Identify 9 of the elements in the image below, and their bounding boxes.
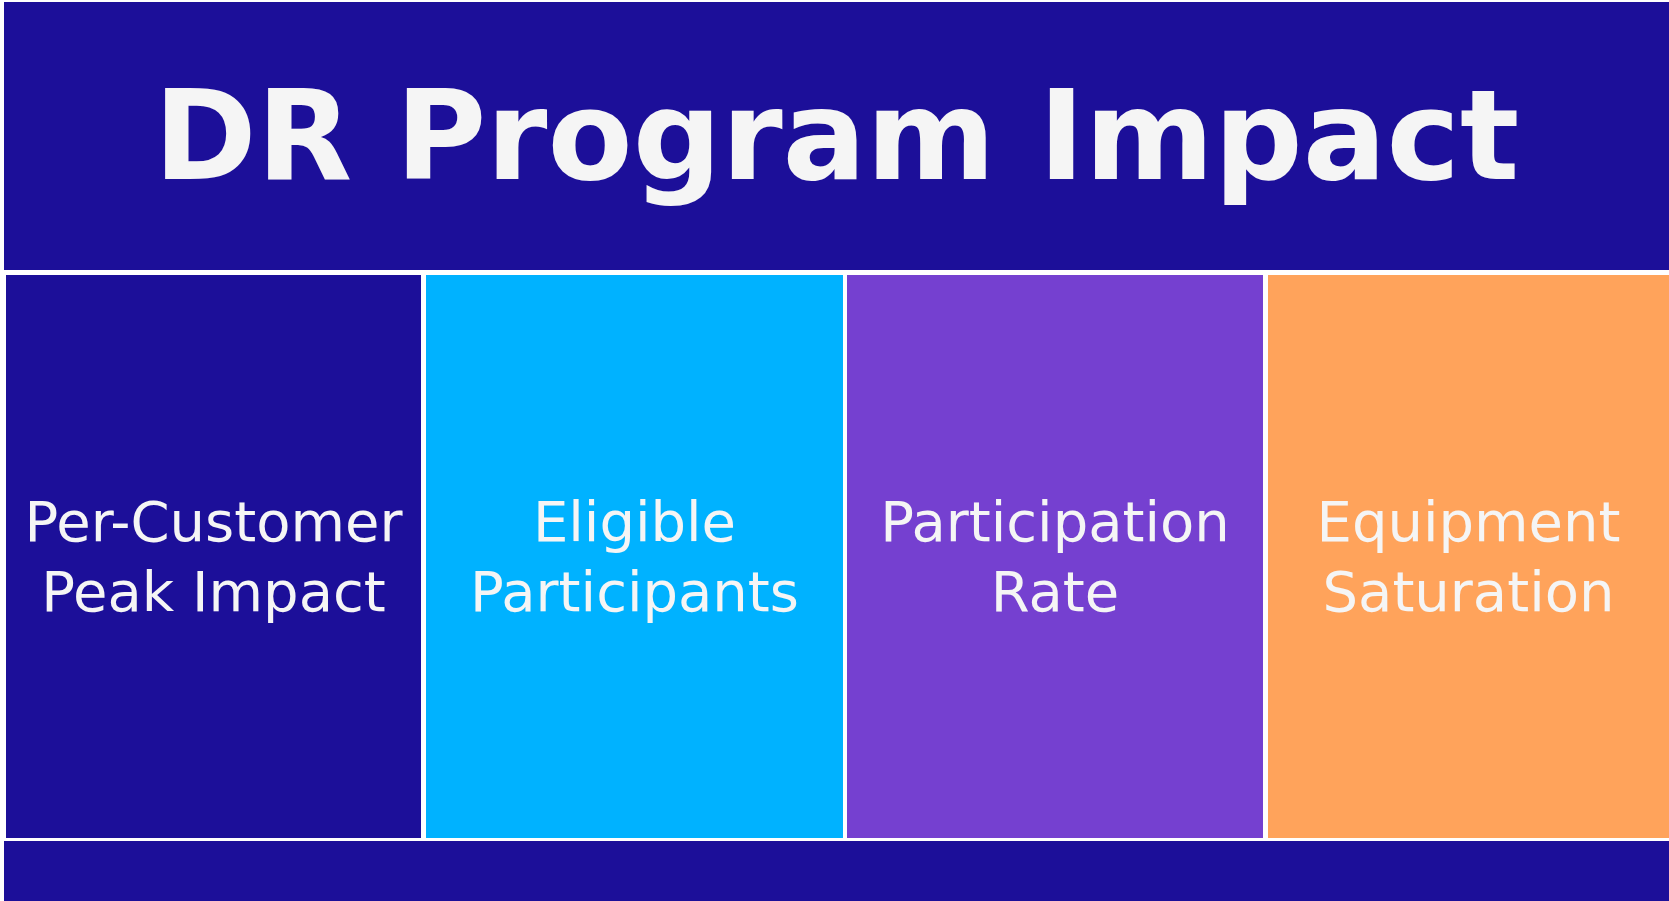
- box-label: Equipment Saturation: [1315, 487, 1622, 626]
- box-label: Eligible Participants: [469, 487, 800, 626]
- box-label: Per-Customer Peak Impact: [23, 487, 404, 626]
- box-label: Participation Rate: [879, 487, 1231, 626]
- category-box: [6, 275, 421, 838]
- category-box: [426, 275, 843, 838]
- category-box: [847, 275, 1263, 838]
- diagram-title: DR Program Impact: [153, 64, 1520, 208]
- category-box: [1268, 275, 1669, 838]
